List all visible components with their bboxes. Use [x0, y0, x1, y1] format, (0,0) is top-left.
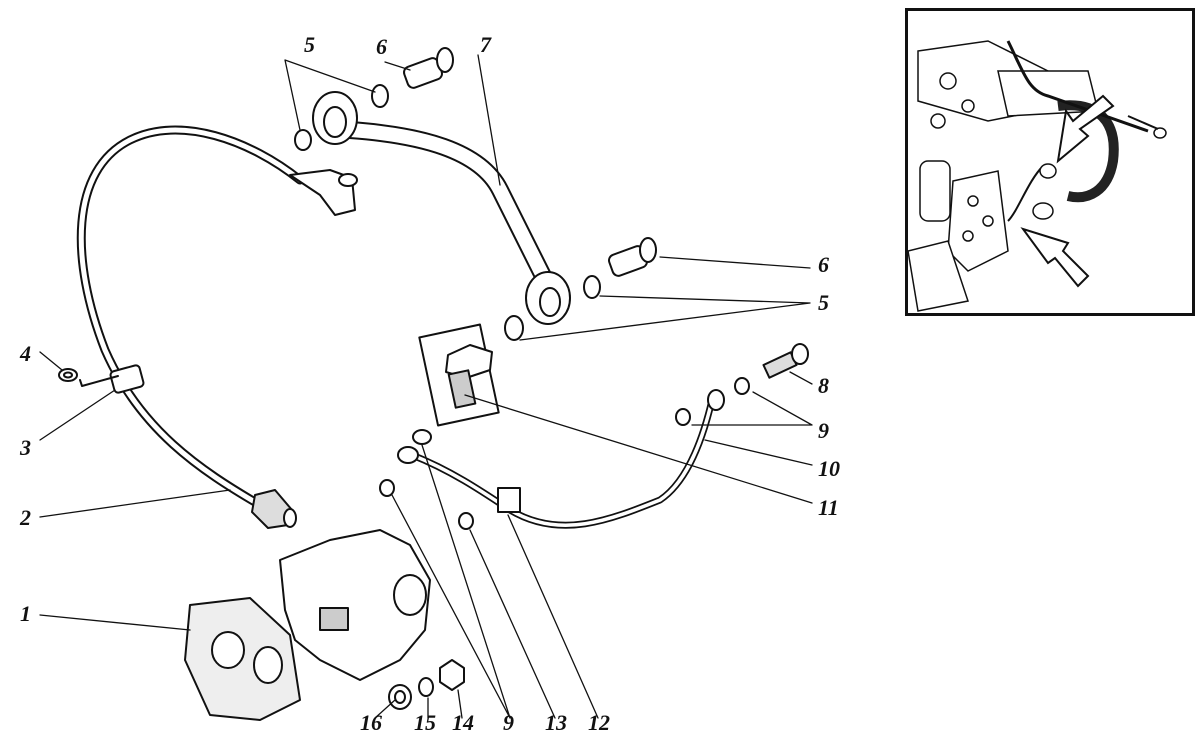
elbow-fitting: [289, 169, 358, 216]
installation-inset: [905, 8, 1195, 316]
nut-14: [439, 659, 465, 691]
callout-6-top: 6: [376, 34, 387, 59]
callout-16: 16: [360, 710, 382, 735]
banjo-bolt-11: [418, 323, 500, 427]
callout-1: 1: [20, 601, 31, 626]
oil-pump-body: [279, 529, 431, 681]
callout-9-bottom: 9: [503, 710, 514, 735]
callout-2: 2: [20, 505, 31, 530]
callout-7: 7: [480, 32, 491, 57]
washer-4: [58, 368, 78, 382]
banjo-bolt-6b: [608, 237, 657, 277]
washer-5: [371, 84, 389, 108]
banjo-pipe: [312, 91, 571, 325]
banjo-bolt-6: [403, 47, 454, 89]
callout-8: 8: [818, 373, 829, 398]
inset-illustration: [907, 40, 1167, 312]
callout-3: 3: [20, 435, 31, 460]
callout-5-top: 5: [304, 32, 315, 57]
washer-9: [734, 377, 750, 395]
callout-13: 13: [545, 710, 567, 735]
lock-washer-15: [418, 677, 434, 697]
banjo-bolt-8: [762, 343, 809, 379]
union-nut: [251, 489, 297, 529]
callout-9-right: 9: [818, 418, 829, 443]
callout-5-right: 5: [818, 290, 829, 315]
callout-6-right: 6: [818, 252, 829, 277]
callout-12: 12: [588, 710, 610, 735]
long-oil-tube: [76, 125, 305, 510]
callout-10: 10: [818, 456, 840, 481]
clamp: [79, 364, 145, 394]
callout-15: 15: [414, 710, 436, 735]
callout-11: 11: [818, 495, 839, 520]
washer-16: [388, 684, 412, 710]
gasket: [184, 597, 301, 721]
callout-4: 4: [20, 341, 31, 366]
callout-14: 14: [452, 710, 474, 735]
clamp-12: [497, 487, 521, 513]
